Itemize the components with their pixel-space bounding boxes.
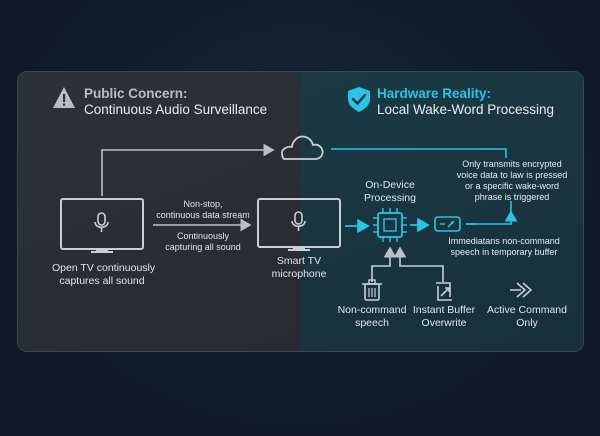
capture-label: Continuously capturing all sound: [153, 231, 253, 253]
non-command-speech-label: Non-command speech: [332, 304, 412, 330]
item1-line2: speech: [355, 317, 389, 329]
tv-caption-line1: Open TV continuously: [52, 262, 156, 274]
smart-tv-icon: [257, 198, 341, 251]
buffer-overwrite-label: Instant Buffer Overwrite: [403, 304, 485, 330]
public-concern-panel: [18, 72, 301, 351]
stream-line2: continuous data stream: [156, 210, 250, 220]
active-command-icon: [510, 282, 533, 298]
processing-line1: On-Device: [365, 179, 415, 191]
capture-line2: capturing all sound: [165, 242, 241, 252]
transmit-line3: or a specific wake-word: [464, 181, 560, 191]
diagram-graphics: [53, 87, 533, 301]
tv-caption: Open TV continuously captures all sound: [52, 262, 156, 288]
cloud-icon: [281, 135, 324, 160]
left-subtitle: Continuous Audio Surveillance: [84, 102, 268, 117]
warning-icon: [53, 87, 75, 108]
item2-line1: Instant Buffer: [412, 304, 476, 316]
left-title: Public Concern:: [84, 86, 188, 101]
buffer-overwrite-icon: [436, 282, 452, 301]
mic-caption-line2: microphone: [271, 268, 327, 280]
encrypted-packet-icon: [434, 216, 461, 232]
active-command-label: Active Command Only: [484, 304, 570, 330]
buffer-note: Immediatans non-command speech in tempor…: [443, 236, 565, 258]
processing-line2: Processing: [364, 192, 416, 204]
right-subtitle: Local Wake-Word Processing: [377, 102, 555, 117]
chip-icon: [373, 208, 407, 242]
tv-caption-line2: captures all sound: [59, 275, 145, 287]
right-title: Hardware Reality:: [377, 86, 492, 101]
transmit-line1: Only transmits encrypted: [462, 159, 562, 169]
smart-tv-microphone-icon: [291, 211, 306, 231]
stream-line1: Non-stop,: [183, 199, 223, 209]
item1-line1: Non-command: [337, 304, 407, 316]
shield-check-icon: [348, 87, 370, 112]
item3-line2: Only: [516, 317, 538, 329]
capture-line1: Continuously: [176, 231, 230, 241]
comparison-card: Public Concern: Continuous Audio Surveil…: [17, 71, 584, 352]
item2-line2: Overwrite: [421, 317, 467, 329]
item3-line1: Active Command: [487, 304, 567, 316]
trash-icon: [362, 279, 382, 301]
hardware-reality-panel: [301, 72, 583, 351]
processing-label: On-Device Processing: [355, 179, 425, 205]
transmit-line2: voice data to law is pressed: [456, 170, 568, 180]
buffer-note-line2: speech in temporary buffer: [450, 247, 558, 257]
microphone-icon: [94, 212, 109, 232]
tv-icon: [60, 198, 144, 253]
stream-label: Non-stop, continuous data stream: [153, 199, 253, 221]
mic-caption: Smart TV microphone: [259, 255, 339, 281]
transmit-line4: phrase is triggered: [474, 192, 550, 202]
mic-caption-line1: Smart TV: [276, 255, 322, 267]
transmit-note: Only transmits encrypted voice data to l…: [448, 159, 576, 203]
buffer-note-line1: Immediatans non-command: [448, 236, 560, 246]
